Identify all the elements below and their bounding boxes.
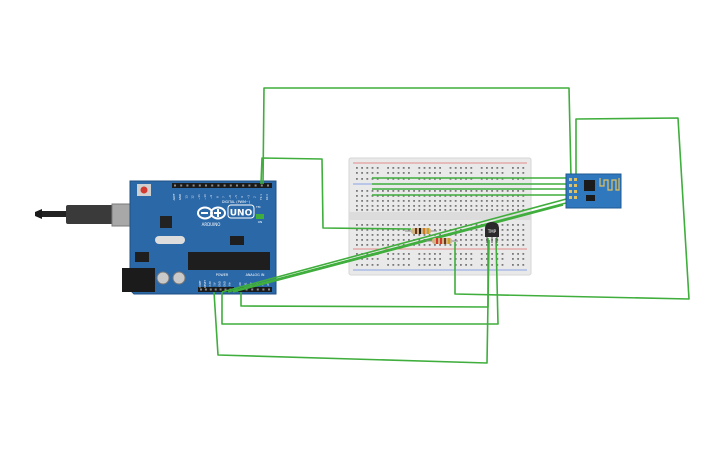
- voltage-regulator: [135, 252, 149, 262]
- capacitor-1: [156, 271, 170, 285]
- digital-pin-label: 13: [184, 195, 188, 199]
- digital-pin-label: ~5: [234, 195, 238, 199]
- wire-esp-top-loop[interactable]: [262, 87, 572, 185]
- digital-pin-label: TX 1: [259, 194, 263, 200]
- resistor-2[interactable]: [426, 238, 458, 244]
- breadboard-center-channel: [349, 212, 531, 220]
- digital-header-pins: [174, 184, 269, 187]
- power-jack: [122, 268, 155, 292]
- power-pin-label: 3.3V: [209, 281, 212, 287]
- on-led-label: ON: [258, 220, 263, 224]
- usb-controller-chip: [160, 216, 172, 228]
- esp-antenna-trace: [599, 178, 620, 191]
- arduino-logo: [197, 206, 226, 220]
- digital-pin-label: 7: [222, 196, 226, 198]
- esp-chip: [584, 180, 595, 191]
- power-pin-label: IOREF: [199, 280, 202, 288]
- sensor-label: TMP: [487, 229, 497, 234]
- usb-cable-tip: [35, 209, 42, 219]
- analog-pin-label: A5: [267, 282, 270, 286]
- wire-digital-to-breadboard[interactable]: [260, 157, 412, 230]
- digital-pin-label: ~11: [197, 194, 201, 200]
- power-pin-label: RESET: [204, 280, 207, 288]
- analog-pin-label: A1: [245, 282, 248, 286]
- brand-label: ARDUINO: [202, 222, 221, 227]
- wire-esp-to-power-3[interactable]: [232, 204, 564, 293]
- power-pin-label: GND: [219, 281, 222, 287]
- digital-pin-label: RX 0: [265, 194, 269, 200]
- power-pin-label: Vin: [228, 282, 231, 286]
- digital-pin-label: ~10: [203, 194, 207, 200]
- digital-pin-label: ~6: [228, 195, 232, 199]
- esp-header-pins: [569, 178, 577, 199]
- wire-esp-to-analog-1[interactable]: [221, 197, 571, 293]
- power-label: POWER: [216, 273, 229, 277]
- on-led: [256, 214, 264, 219]
- digital-pin-label: 8: [215, 196, 219, 198]
- uno-badge: [227, 204, 255, 219]
- digital-pin-label: ~9: [209, 195, 213, 199]
- wire-esp-to-analog-2[interactable]: [227, 202, 567, 293]
- digital-pin-label: 2: [253, 196, 257, 198]
- digital-header-label: DIGITAL (PWM~): [222, 200, 251, 204]
- reset-button-cap: [140, 186, 148, 194]
- model-label: UNO: [230, 209, 253, 219]
- breadboard-holes: [356, 167, 525, 266]
- crystal-oscillator: [155, 236, 185, 244]
- digital-pin-label: GND: [178, 194, 182, 200]
- wires: [213, 87, 690, 364]
- sensor-body: [485, 222, 499, 237]
- digital-pin-label: 4: [240, 196, 244, 198]
- resistor-1[interactable]: [405, 228, 437, 234]
- digital-pin-label: 12: [191, 195, 195, 199]
- power-pin-label: 5V: [214, 282, 217, 286]
- usb-cable: [42, 211, 68, 217]
- digital-pin-label: ~3: [246, 195, 250, 199]
- capacitor-2: [172, 271, 186, 285]
- usb-plug: [66, 205, 116, 224]
- esp8266-wifi-module[interactable]: [565, 173, 622, 209]
- power-pin-label: GND: [224, 281, 227, 287]
- analog-header[interactable]: [238, 287, 272, 292]
- esp-flash-chip: [586, 195, 595, 201]
- wire-power-to-sensor-3[interactable]: [213, 239, 490, 364]
- wire-power-to-sensor-2[interactable]: [221, 237, 499, 325]
- trademark-label: TM: [255, 205, 261, 209]
- analog-label: ANALOG IN: [246, 273, 265, 277]
- temperature-sensor[interactable]: TMP: [485, 222, 499, 243]
- analog-pin-label: A0: [239, 282, 242, 286]
- small-chip: [230, 236, 244, 245]
- digital-header[interactable]: [172, 183, 272, 188]
- atmega-microcontroller: [188, 252, 270, 270]
- digital-pin-label: AREF: [172, 193, 176, 200]
